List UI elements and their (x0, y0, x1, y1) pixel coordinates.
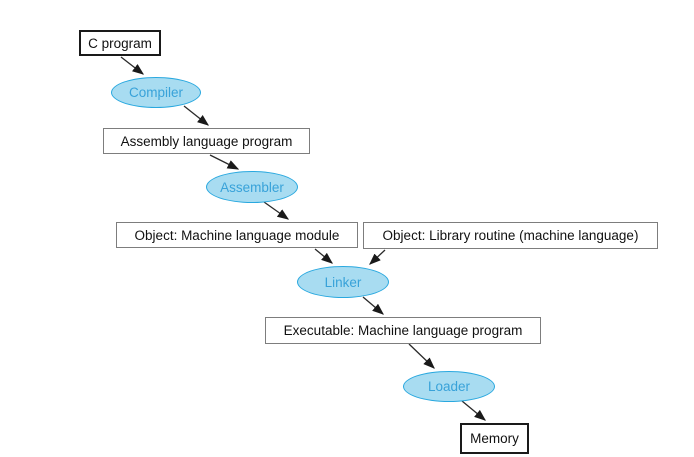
edge-cprogram-compiler-arrow (120, 56, 145, 75)
node-memory: Memory (460, 423, 529, 454)
edge-objmodule-linker-arrow (314, 248, 334, 264)
edge-objlibrary-linker-arrow (369, 249, 386, 265)
node-assembler: Assembler (206, 171, 298, 203)
node-assembly-language-program: Assembly language program (103, 128, 310, 154)
edge-assembly-assembler-arrow (209, 154, 240, 170)
edge-assembler-objmodule-arrow (263, 201, 290, 220)
node-loader: Loader (403, 371, 495, 402)
edge-loader-memory-arrow (461, 400, 487, 421)
node-c-program: C program (79, 30, 161, 56)
node-object-machine-language-module: Object: Machine language module (116, 222, 358, 248)
node-object-library-routine: Object: Library routine (machine languag… (363, 222, 658, 249)
node-linker: Linker (297, 266, 389, 298)
node-compiler: Compiler (111, 77, 201, 108)
edge-executable-loader-arrow (408, 343, 435, 369)
edge-linker-executable-arrow (362, 296, 384, 315)
node-executable-machine-language-program: Executable: Machine language program (265, 317, 541, 344)
edge-compiler-assembly-arrow (183, 105, 210, 126)
